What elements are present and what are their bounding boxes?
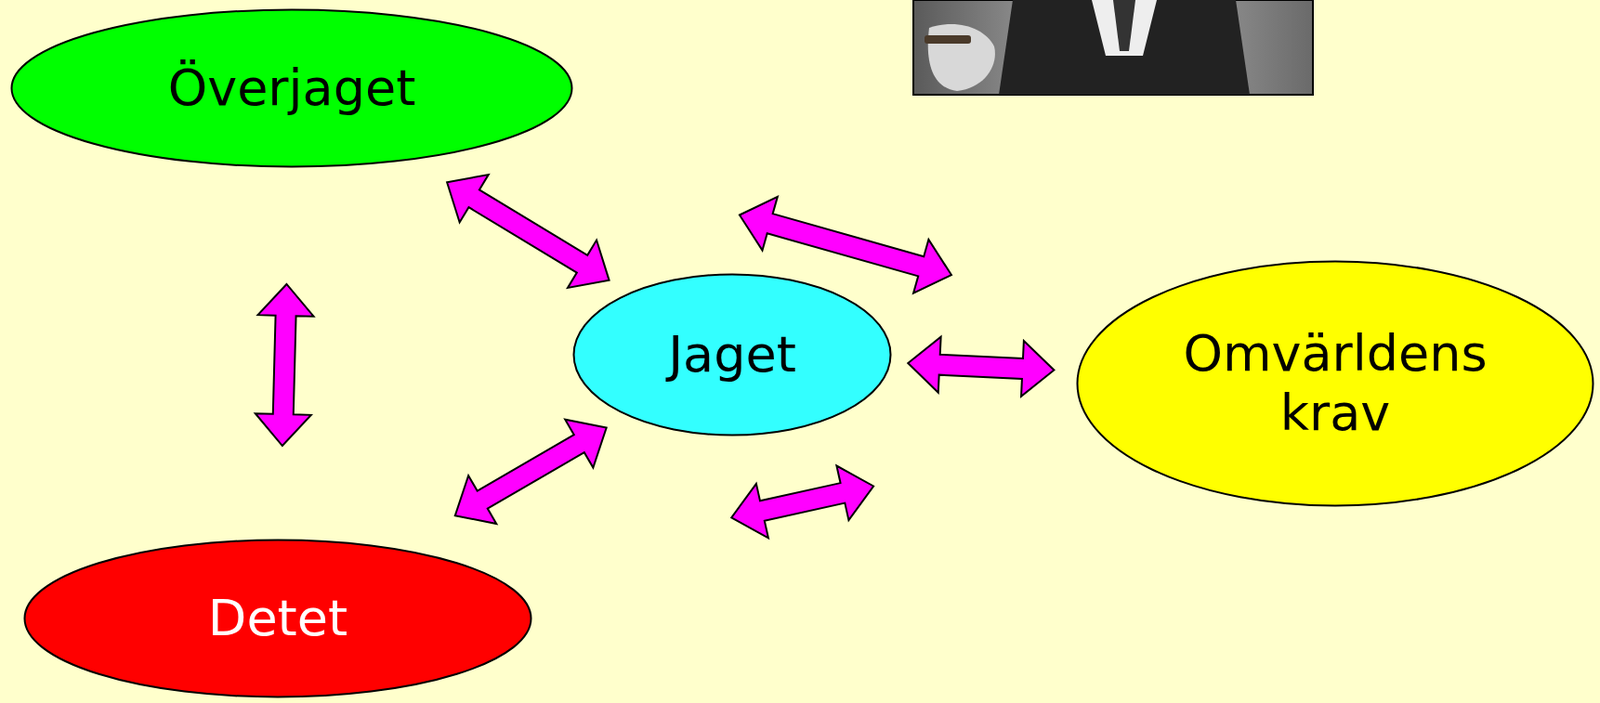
double-arrow: [731, 466, 874, 539]
ellipse-node: Omvärldens krav: [1075, 260, 1595, 508]
portrait-photo: [913, 0, 1313, 95]
double-arrow: [446, 174, 610, 289]
cigar: [924, 35, 971, 44]
double-arrow: [255, 284, 315, 446]
ellipse-node: Detet: [23, 538, 533, 699]
shirt: [1091, 0, 1157, 56]
tie: [1113, 0, 1136, 52]
node-label: Detet: [208, 589, 348, 649]
node-label: Överjaget: [168, 58, 417, 119]
ellipse-shape: [12, 10, 573, 168]
node-content: Detet: [23, 538, 533, 699]
node-label: Omvärldens krav: [1158, 324, 1512, 443]
ellipse-shape: [1077, 262, 1594, 507]
suit: [998, 0, 1250, 95]
hand: [928, 24, 996, 92]
ellipse-shape: [574, 275, 892, 436]
double-arrow: [455, 419, 607, 525]
ellipse-node: Överjaget: [10, 8, 574, 169]
node-content: Omvärldens krav: [1075, 260, 1595, 508]
node-content: Överjaget: [10, 8, 574, 169]
double-arrow: [907, 337, 1054, 397]
node-content: Jaget: [572, 273, 892, 437]
node-label: Jaget: [668, 325, 797, 385]
ellipse-node: Jaget: [572, 273, 892, 437]
photo-frame: [913, 0, 1313, 95]
ellipse-shape: [25, 540, 532, 698]
